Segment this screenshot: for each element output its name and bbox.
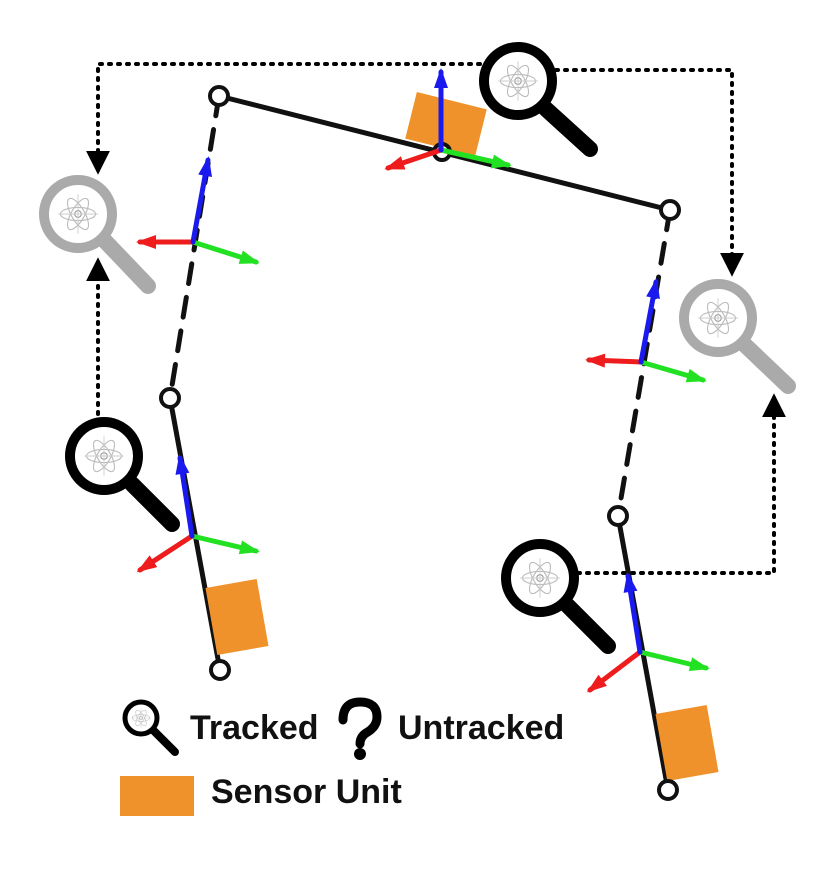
magnifier-right-lower: [501, 539, 616, 654]
frame-right-lower-y-arrowhead: [688, 657, 710, 672]
sensor-unit-top: [405, 92, 487, 156]
legend-tracked-label: Tracked: [190, 709, 319, 747]
magnifier-right-inferred: [679, 279, 796, 394]
frame-right-lower-x-arrowhead: [586, 674, 607, 693]
joint-left-bottom: [209, 659, 231, 681]
frame-right-lower-z-arrowhead: [623, 572, 638, 593]
magnifier-left-inferred: [39, 175, 156, 294]
frame-right-upper-y-arrowhead: [685, 368, 707, 383]
coordinate-frames: [136, 68, 710, 693]
joint-top-left: [208, 85, 230, 107]
legend: [120, 697, 382, 816]
segment-left-upper-dashed: [167, 93, 222, 401]
sensor-unit-left: [205, 579, 269, 655]
joint-left-middle: [159, 387, 181, 409]
frame-left-lower: [136, 454, 260, 573]
dotted-arrow-right-lower: [576, 393, 786, 575]
magnifier-left-lower: [65, 417, 180, 532]
frame-left-lower-y-arrowhead: [238, 540, 260, 555]
magnifier-top: [479, 42, 598, 157]
frame-left-upper-z-arrowhead: [198, 156, 213, 177]
joint-right-middle: [607, 505, 629, 527]
frame-left-upper-y-arrowhead: [238, 250, 260, 264]
magnifier-icon: [122, 699, 179, 756]
frame-top: [384, 68, 512, 171]
dotted-arrow-top-right: [554, 68, 744, 277]
segment-left-lower: [167, 395, 223, 673]
frame-right-upper-x-arrowhead: [585, 353, 606, 368]
legend-untracked-label: Untracked: [398, 709, 565, 747]
frame-left-upper-x-arrowhead: [136, 235, 156, 249]
dotted-connectors: [86, 62, 786, 575]
joints: [159, 85, 681, 801]
sensor-unit-swatch: [120, 776, 194, 816]
joint-right-bottom: [657, 779, 679, 801]
frame-top-x-arrowhead: [384, 156, 406, 170]
frame-top-y-arrowhead: [490, 154, 512, 169]
dotted-arrow-top-left: [86, 62, 482, 175]
joint-top-right: [659, 199, 681, 221]
frame-left-lower-z-arrowhead: [175, 454, 190, 475]
frame-left-upper: [136, 156, 260, 265]
frame-right-upper-z-arrowhead: [646, 278, 660, 300]
sensor-unit-right: [655, 705, 719, 781]
frame-right-lower: [586, 572, 710, 693]
legend-sensor-label: Sensor Unit: [211, 773, 402, 811]
frame-top-z-arrowhead: [434, 68, 448, 88]
question-mark-icon: [338, 697, 382, 760]
frame-left-lower-x-arrowhead: [136, 555, 158, 573]
frame-right-upper: [585, 278, 707, 383]
sensor-units: [205, 92, 719, 781]
